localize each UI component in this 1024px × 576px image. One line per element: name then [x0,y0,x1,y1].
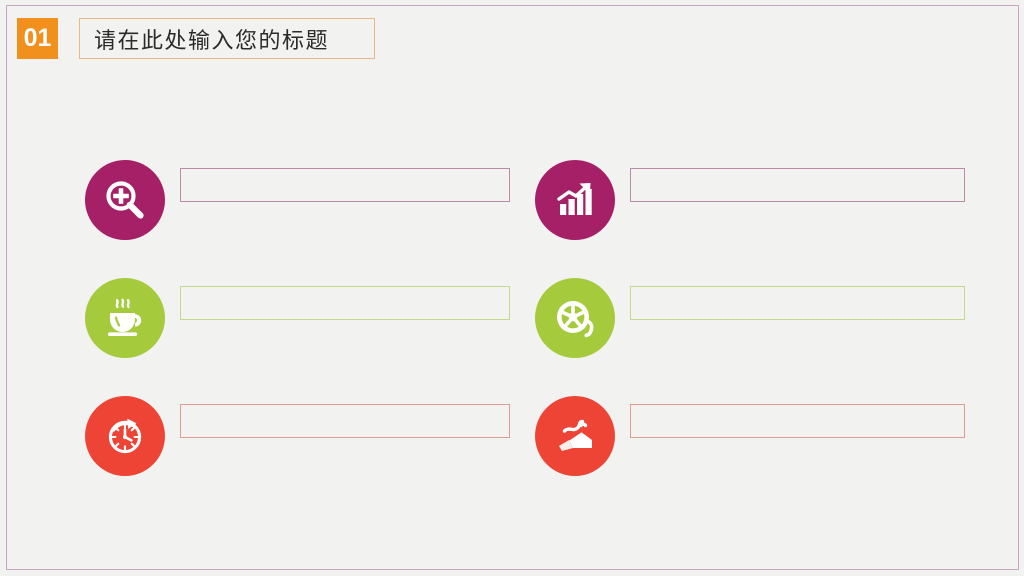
tire-wheel-icon [535,278,615,358]
coffee-cup-icon [85,278,165,358]
input-box-4[interactable] [630,286,965,320]
input-box-6[interactable] [630,404,965,438]
text-field-1[interactable] [181,169,509,201]
content-row-2 [0,273,1024,391]
content-item-6 [512,391,1024,509]
text-field-6[interactable] [631,405,964,437]
content-item-2 [512,155,1024,273]
growth-bar-chart-icon [535,160,615,240]
content-row-1 [0,155,1024,273]
input-box-1[interactable] [180,168,510,202]
text-field-3[interactable] [181,287,509,319]
input-box-5[interactable] [180,404,510,438]
slide-header: 01 请在此处输入您的标题 [17,18,375,59]
text-field-2[interactable] [631,169,964,201]
content-grid [0,155,1024,509]
title-placeholder-box[interactable]: 请在此处输入您的标题 [79,18,375,59]
input-box-3[interactable] [180,286,510,320]
content-item-4 [512,273,1024,391]
road-highway-icon [535,396,615,476]
text-field-5[interactable] [181,405,509,437]
page-title: 请在此处输入您的标题 [94,28,330,54]
stopwatch-clock-icon [85,396,165,476]
section-number-badge: 01 [17,18,58,59]
content-item-1 [0,155,512,273]
magnifier-plus-icon [85,160,165,240]
content-row-3 [0,391,1024,509]
content-item-3 [0,273,512,391]
input-box-2[interactable] [630,168,965,202]
text-field-4[interactable] [631,287,964,319]
content-item-5 [0,391,512,509]
